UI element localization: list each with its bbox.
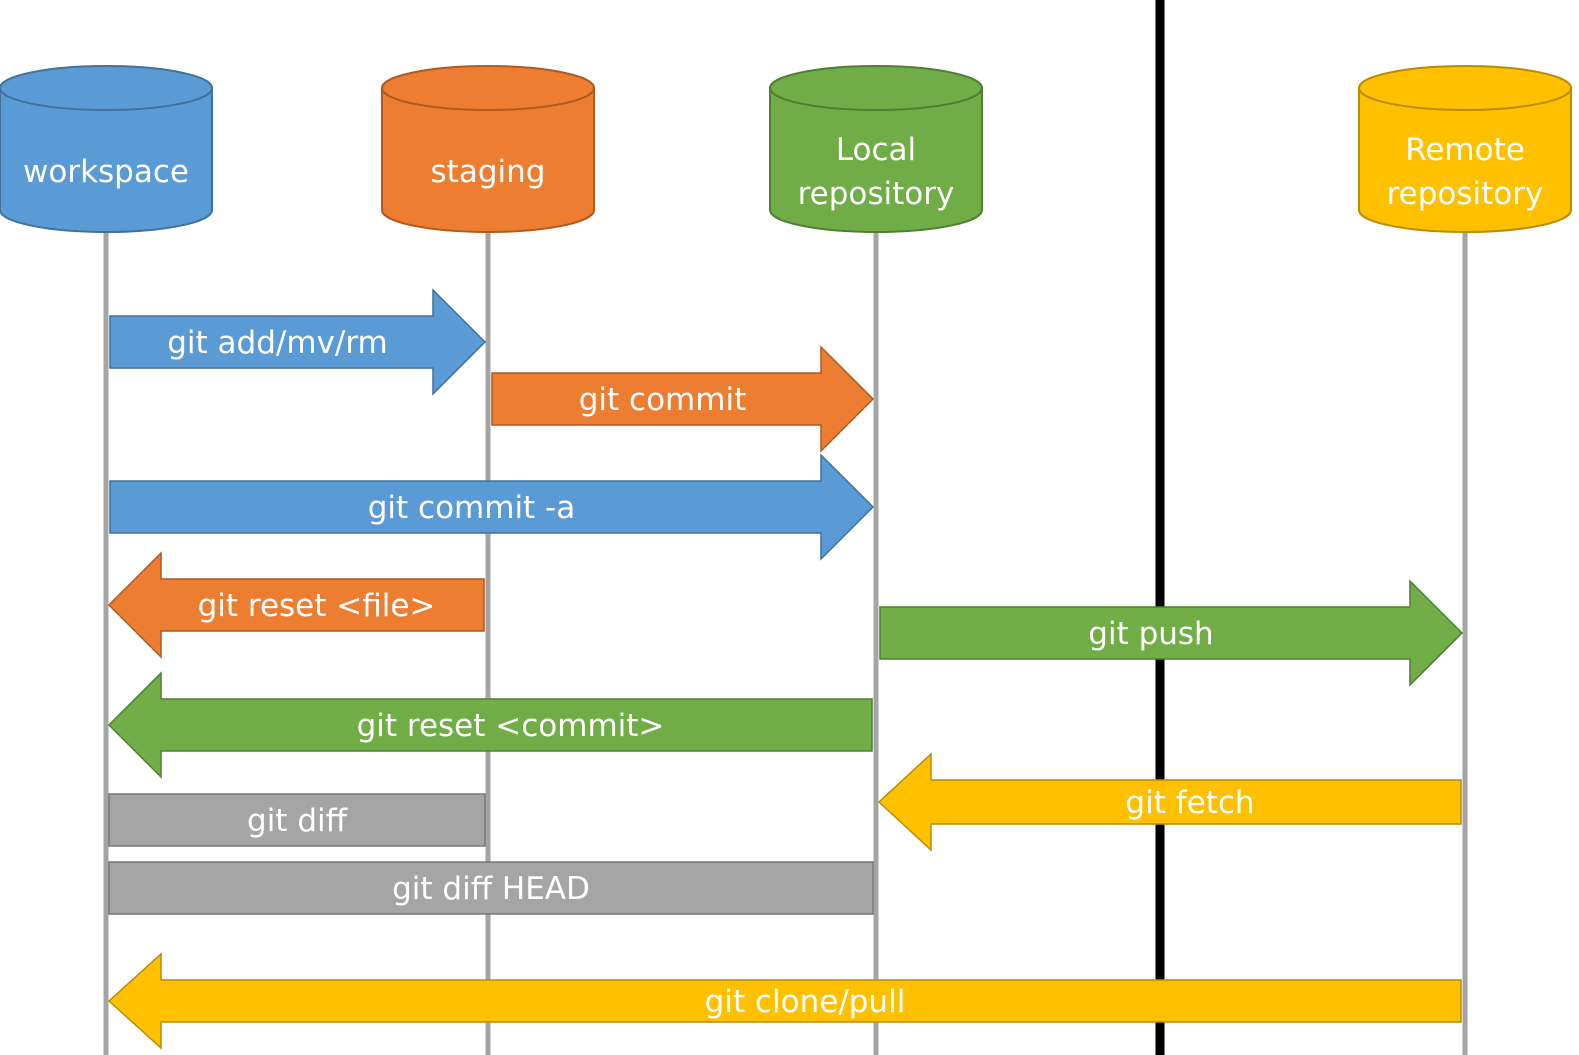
command-label-fetch: git fetch xyxy=(1125,785,1254,821)
command-diff-head: git diff HEAD xyxy=(108,861,874,915)
node-label-remote-1: Remote xyxy=(1405,132,1525,168)
command-arrow-push xyxy=(879,579,1464,687)
command-bar-diff xyxy=(108,793,486,847)
node-remote: Remote repository xyxy=(1358,65,1572,233)
command-label-reset-commit: git reset <commit> xyxy=(357,708,665,744)
command-commit-a: git commit -a xyxy=(109,453,875,561)
command-add: git add/mv/rm xyxy=(109,288,487,396)
node-label-local-2: repository xyxy=(798,176,955,212)
command-reset-commit: git reset <commit> xyxy=(107,671,873,779)
command-arrow-reset-file xyxy=(107,551,485,659)
command-label-reset-file: git reset <file> xyxy=(198,588,436,624)
command-commit: git commit xyxy=(491,345,875,453)
command-label-diff: git diff xyxy=(247,803,348,839)
command-reset-file: git reset <file> xyxy=(107,551,485,659)
command-diff: git diff xyxy=(108,793,486,847)
node-label-local-1: Local xyxy=(836,132,916,168)
command-fetch: git fetch xyxy=(877,752,1462,852)
command-arrow-fetch xyxy=(877,752,1462,852)
command-clone-pull: git clone/pull xyxy=(107,952,1462,1050)
node-local: Local repository xyxy=(769,65,983,233)
command-arrow-commit xyxy=(491,345,875,453)
node-label-workspace: workspace xyxy=(23,154,189,190)
node-staging: staging xyxy=(381,65,595,233)
command-arrow-commit-a xyxy=(109,453,875,561)
command-bar-diff-head xyxy=(108,861,874,915)
command-arrow-reset-commit xyxy=(107,671,873,779)
command-label-commit-a: git commit -a xyxy=(368,490,576,526)
command-arrow-add xyxy=(109,288,487,396)
command-label-clone-pull: git clone/pull xyxy=(705,984,906,1020)
command-label-push: git push xyxy=(1088,616,1213,652)
command-label-add: git add/mv/rm xyxy=(167,325,387,361)
node-label-remote-2: repository xyxy=(1387,176,1544,212)
command-label-diff-head: git diff HEAD xyxy=(392,871,590,907)
node-workspace: workspace xyxy=(0,65,213,233)
command-arrow-clone-pull xyxy=(107,952,1462,1050)
command-push: git push xyxy=(879,579,1464,687)
node-label-staging: staging xyxy=(431,154,546,190)
command-label-commit: git commit xyxy=(579,382,746,418)
